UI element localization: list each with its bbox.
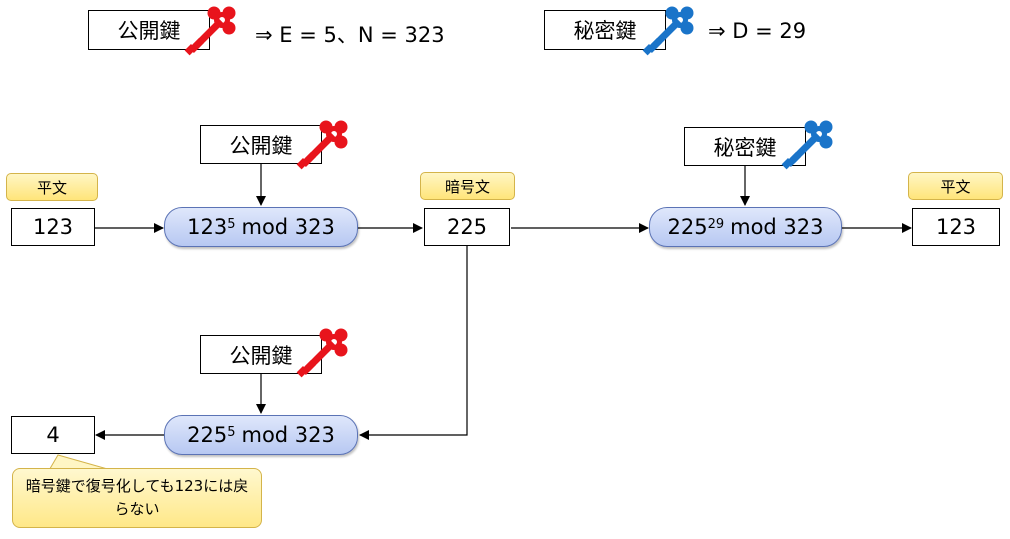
- plaintext-label: 平文: [6, 173, 98, 201]
- encrypt-op-base: 123: [187, 215, 228, 239]
- decrypt-op-exponent: 29: [707, 216, 725, 232]
- legend-public-key-values: ⇒ E = 5、N = 323: [255, 23, 445, 47]
- decrypt-key-label: 秘密鍵: [713, 135, 777, 160]
- decrypt-key-box: 秘密鍵: [684, 127, 806, 166]
- note-callout-pointer: [47, 454, 119, 472]
- note-text: 暗号鍵で復号化しても123には戻らない: [25, 477, 249, 518]
- decrypt-op-mod: mod 323: [730, 215, 824, 239]
- legend-private-key-box: 秘密鍵: [544, 10, 666, 50]
- result-plaintext-label: 平文: [908, 172, 1003, 200]
- key-icon: [639, 4, 697, 66]
- key-icon: [293, 326, 351, 388]
- result-label-text: 平文: [940, 177, 971, 196]
- decrypt-op-base: 225: [667, 215, 708, 239]
- encrypt-op-exponent: 5: [227, 216, 236, 232]
- encrypt-op-mod: mod 323: [241, 215, 335, 239]
- result-plaintext-box: 123: [912, 208, 1000, 246]
- result-plaintext-value: 123: [935, 215, 977, 239]
- ciphertext-box: 225: [424, 208, 510, 246]
- bottom-op-exponent: 5: [227, 424, 236, 440]
- plaintext-label-text: 平文: [36, 178, 67, 197]
- bottom-result-box: 4: [11, 416, 95, 454]
- plaintext-value: 123: [32, 215, 74, 239]
- bottom-op-base: 225: [187, 423, 228, 447]
- ciphertext-label: 暗号文: [420, 172, 515, 200]
- key-icon: [778, 118, 836, 180]
- legend-public-key-box: 公開鍵: [88, 10, 210, 50]
- legend-public-key-label: 公開鍵: [117, 19, 181, 43]
- plaintext-box: 123: [11, 208, 95, 246]
- ciphertext-value: 225: [446, 215, 488, 239]
- key-icon: [181, 4, 239, 66]
- note-callout: 暗号鍵で復号化しても123には戻らない: [12, 468, 262, 528]
- arrow-ciphertext-to-bottom-op: [359, 246, 468, 440]
- encrypt-key-label: 公開鍵: [229, 133, 293, 158]
- bottom-op-mod: mod 323: [241, 423, 335, 447]
- legend-private-key-label: 秘密鍵: [573, 19, 637, 43]
- bottom-key-label: 公開鍵: [229, 343, 293, 368]
- legend-private-key-values: ⇒ D = 29: [708, 19, 807, 43]
- bottom-result-value: 4: [46, 423, 60, 447]
- key-icon: [293, 118, 351, 180]
- ciphertext-label-text: 暗号文: [444, 177, 490, 196]
